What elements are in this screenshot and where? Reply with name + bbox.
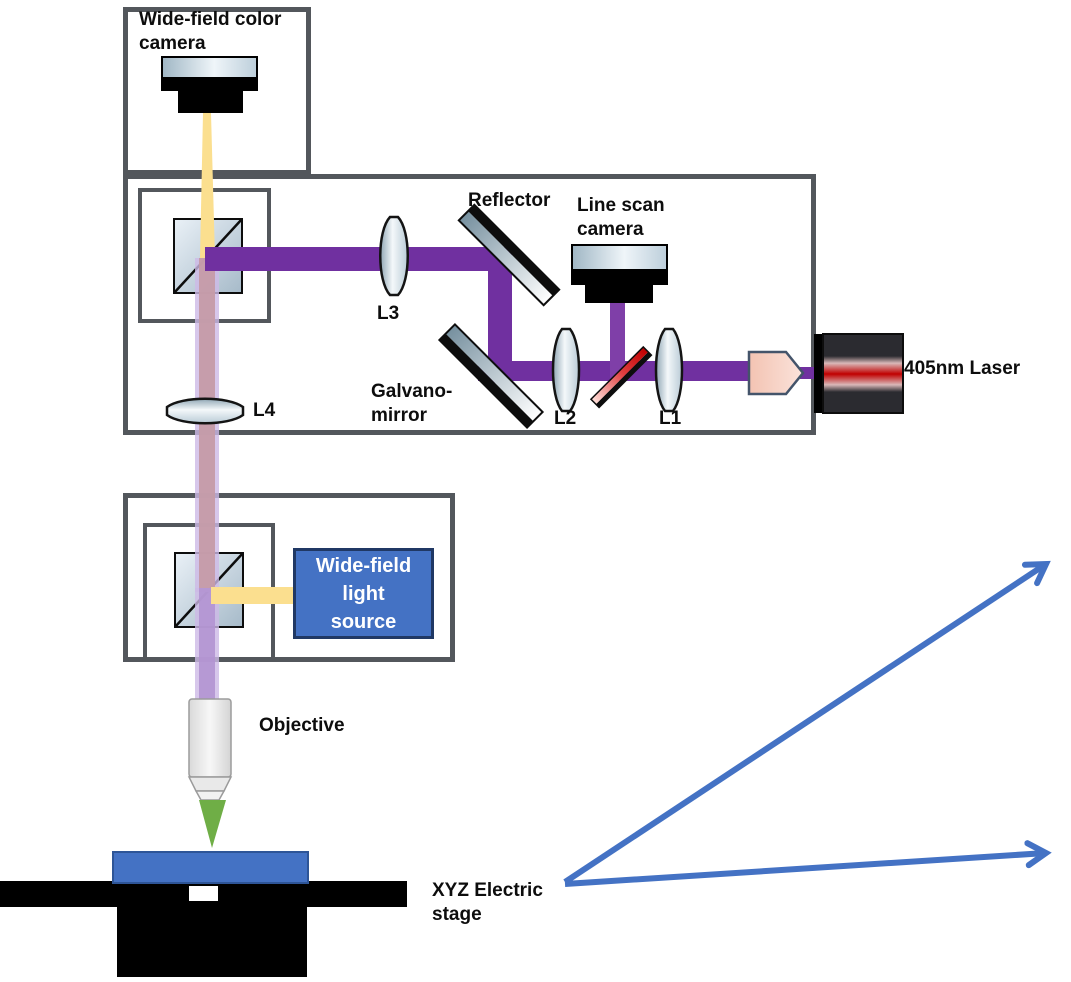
reflector-label: Reflector xyxy=(468,190,551,211)
laser-beam-horizontal-upper xyxy=(205,247,512,271)
detection-beam-inner xyxy=(199,258,215,592)
wide-field-light-source: Wide-field light source xyxy=(293,548,434,639)
stage-axis-arrow-diagonal xyxy=(563,560,1051,885)
wide-field-camera-label-line2: camera xyxy=(139,33,206,54)
laser-head-icon xyxy=(814,333,904,414)
scan-head-enclosure-box xyxy=(123,174,816,435)
galvano-mirror-label: Galvano- mirror xyxy=(371,380,452,428)
light-source-beam xyxy=(211,587,293,604)
lens-l4 xyxy=(165,397,245,425)
galvano-mirror-label-line1: Galvano- xyxy=(371,381,453,402)
wide-field-camera-label-line1: Wide-field color xyxy=(139,9,282,30)
lens-l2 xyxy=(551,327,581,413)
line-scan-camera-icon xyxy=(571,244,668,303)
illumination-beam-inner xyxy=(199,588,215,699)
wide-field-camera-icon xyxy=(161,56,258,113)
objective-icon xyxy=(187,698,233,801)
line-scan-camera-label: Line scan camera xyxy=(577,194,665,242)
lens-l3 xyxy=(379,215,409,297)
xyz-stage-label-line2: stage xyxy=(432,904,482,925)
xyz-stage-icon xyxy=(0,851,407,977)
lens-l1-label: L1 xyxy=(659,408,682,429)
reflector-mirror xyxy=(457,203,561,307)
light-source-label-line1: Wide-field xyxy=(315,554,412,577)
sample-slide xyxy=(112,851,309,884)
wide-field-camera-box xyxy=(123,7,311,175)
light-source-label-line3: source xyxy=(330,610,397,633)
illumination-module-box xyxy=(123,493,455,662)
xyz-stage-label-line1: XYZ Electric xyxy=(432,880,543,901)
lens-l2-label: L2 xyxy=(554,408,577,429)
fiber-connector xyxy=(800,367,818,379)
lens-l1 xyxy=(654,327,684,413)
focused-beam-cone xyxy=(199,800,226,848)
stage-axis-arrow-horizontal xyxy=(564,840,1052,887)
wide-field-camera-label: Wide-field color camera xyxy=(139,8,281,56)
galvano-mirror xyxy=(437,322,545,430)
line-scan-camera-beam xyxy=(610,302,625,381)
laser-collimator-icon xyxy=(747,350,805,396)
lens-l3-label: L3 xyxy=(377,303,400,324)
objective-label: Objective xyxy=(259,715,345,736)
xyz-stage-label: XYZ Electric stage xyxy=(432,879,543,927)
line-scan-camera-label-line2: camera xyxy=(577,219,644,240)
galvano-mirror-label-line2: mirror xyxy=(371,405,427,426)
widefield-camera-beam xyxy=(200,113,215,258)
light-source-label-line2: light xyxy=(342,582,385,605)
line-scan-camera-label-line1: Line scan xyxy=(577,195,665,216)
laser-label: 405nm Laser xyxy=(904,358,1021,379)
lens-l4-label: L4 xyxy=(253,400,276,421)
dichroic-mirror xyxy=(589,345,653,409)
